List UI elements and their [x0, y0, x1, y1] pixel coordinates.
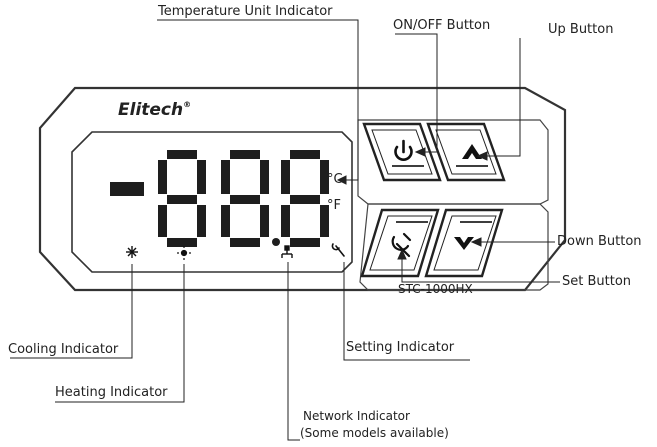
- network-icon: [281, 245, 293, 258]
- temperature-readout: [110, 150, 329, 247]
- setting-label: Setting Indicator: [346, 340, 455, 355]
- digit-1: [158, 150, 206, 247]
- up-arrow-icon: [462, 144, 482, 159]
- set-icon: [391, 232, 412, 258]
- down-label: Down Button: [557, 234, 642, 249]
- leader-lines: [10, 19, 560, 441]
- heating-label: Heating Indicator: [55, 385, 168, 400]
- digit-3: [281, 150, 329, 247]
- cooling-label: Cooling Indicator: [8, 342, 119, 357]
- up-label: Up Button: [548, 22, 614, 37]
- button-panel-lower: [359, 203, 549, 291]
- network-note: (Some models available): [300, 426, 449, 440]
- wrench-icon: [331, 243, 345, 257]
- sun-icon: [177, 246, 191, 260]
- set-label: Set Button: [562, 274, 632, 289]
- snowflake-icon: [126, 246, 138, 258]
- set-button[interactable]: [360, 208, 440, 278]
- brand-logo: Elitech®: [118, 100, 192, 120]
- power-icon: [394, 139, 413, 161]
- on-off-button[interactable]: [362, 122, 442, 182]
- model-label: STC-1000HX: [398, 282, 473, 296]
- down-arrow-icon: [454, 237, 474, 250]
- fahrenheit-unit-indicator: °F: [327, 198, 341, 213]
- network-label: Network Indicator: [303, 409, 410, 423]
- button-panel: [357, 119, 549, 205]
- temperature-unit-label: Temperature Unit Indicator: [158, 4, 333, 19]
- celsius-unit-indicator: °C: [327, 172, 343, 187]
- digit-2: [221, 150, 269, 247]
- on-off-label: ON/OFF Button: [393, 18, 491, 33]
- display-window: [71, 131, 353, 273]
- up-button[interactable]: [426, 122, 506, 182]
